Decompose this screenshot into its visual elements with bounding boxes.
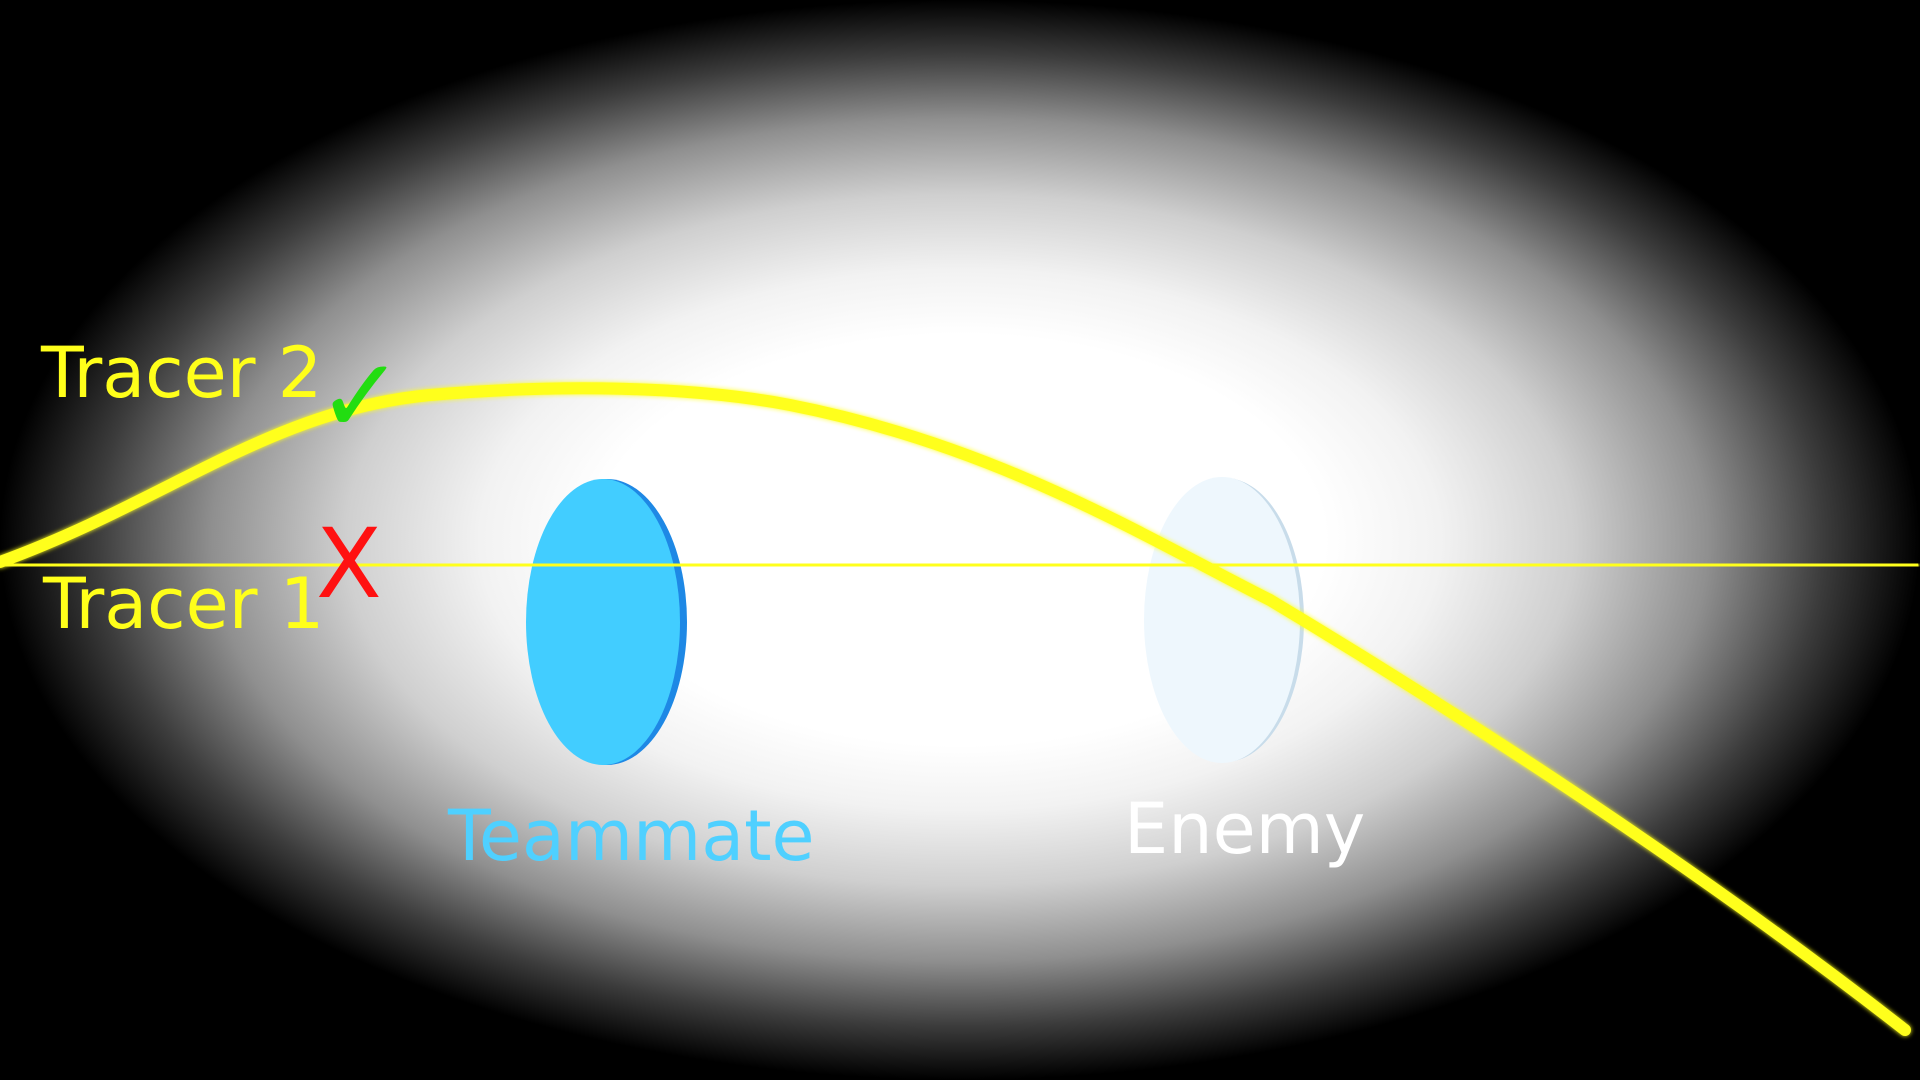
check-icon: ✓ — [317, 335, 404, 457]
tracer-2-label: Tracer 2 — [40, 332, 322, 414]
teammate-body — [526, 479, 680, 765]
cross-icon: X — [316, 508, 382, 620]
tracer-1-line — [0, 557, 1919, 573]
teammate-label: Teammate — [447, 795, 815, 877]
enemy-label: Enemy — [1124, 788, 1365, 870]
tracer-2-line — [0, 382, 1911, 1036]
enemy-body — [1144, 477, 1300, 763]
tracer-1-label: Tracer 1 — [42, 563, 324, 645]
